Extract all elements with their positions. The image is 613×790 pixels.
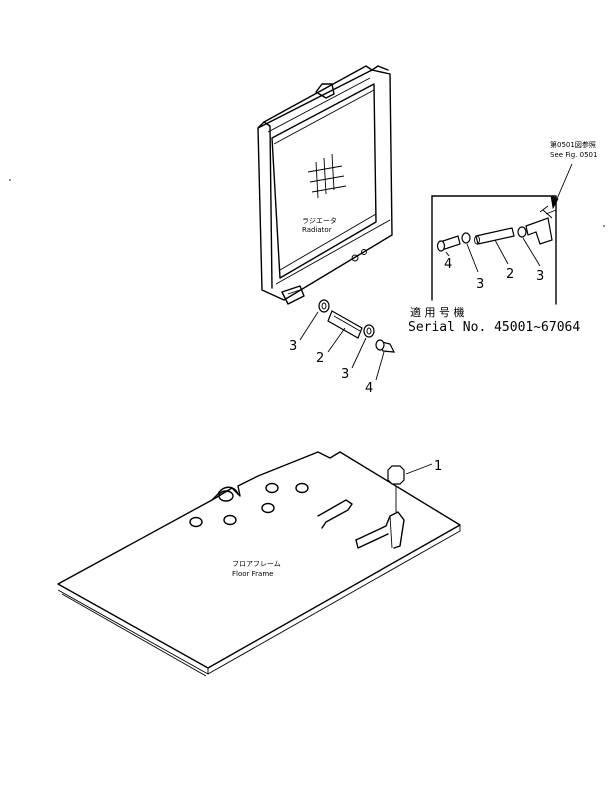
callout-3: 3	[341, 367, 349, 382]
floor-frame-label-en: Floor Frame	[232, 570, 273, 578]
callout-3: 3	[536, 269, 544, 284]
floor-frame: 1 フロアフレーム Floor Frame	[57, 451, 461, 677]
clamp-part	[318, 299, 330, 313]
callout-2: 2	[506, 267, 514, 282]
callout-3: 3	[289, 339, 297, 354]
serial-label-jp: 適 用 号 機	[410, 305, 465, 319]
serial-inset: 第0501図参照 See Fig. 0501 4 3 2 3 適 用 号 機 S…	[408, 140, 597, 335]
radiator-label-jp: ラジエータ	[302, 216, 337, 225]
floor-frame-label-jp: フロアフレーム	[232, 560, 281, 568]
radiator: ラジエータ Radiator	[257, 65, 393, 305]
callout-3: 3	[476, 277, 484, 292]
callout-4: 4	[365, 381, 373, 396]
see-fig-jp: 第0501図参照	[550, 140, 596, 149]
inset-frame	[431, 195, 557, 305]
clamp-part	[517, 226, 527, 238]
hose-part	[475, 227, 515, 245]
hose-part	[327, 310, 363, 339]
floor-plate	[57, 451, 461, 669]
main-hose-parts: 3 2 3 4	[289, 299, 396, 396]
see-fig-en: See Fig. 0501	[550, 151, 597, 159]
radiator-label-en: Radiator	[302, 226, 332, 234]
elbow-fitting	[525, 217, 553, 245]
clamp-part	[461, 232, 471, 244]
plug-part	[387, 465, 405, 485]
callout-2: 2	[316, 351, 324, 366]
callout-1: 1	[434, 459, 442, 474]
serial-number: Serial No. 45001~67064	[408, 320, 580, 335]
clamp-part	[363, 324, 375, 338]
callout-4: 4	[444, 257, 452, 272]
